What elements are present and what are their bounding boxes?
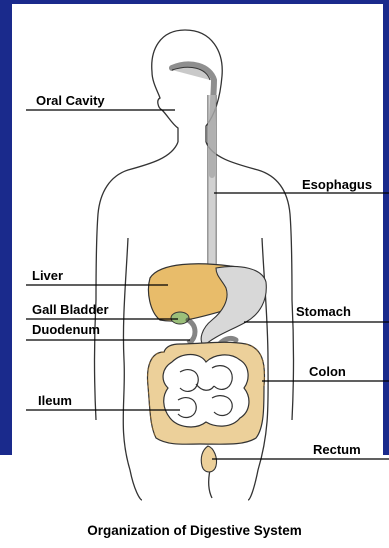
label-liver: Liver bbox=[32, 268, 63, 283]
gall-bladder-shape bbox=[171, 312, 189, 324]
label-ileum: Ileum bbox=[38, 393, 72, 408]
small-intestine-coils bbox=[163, 355, 249, 427]
diagram-caption: Organization of Digestive System bbox=[0, 523, 389, 538]
label-duodenum: Duodenum bbox=[32, 322, 100, 337]
label-stomach: Stomach bbox=[296, 304, 351, 319]
label-gall-bladder: Gall Bladder bbox=[32, 302, 109, 317]
esophagus-fill bbox=[208, 95, 216, 270]
label-oral-cavity: Oral Cavity bbox=[36, 93, 105, 108]
label-colon: Colon bbox=[309, 364, 346, 379]
label-esophagus: Esophagus bbox=[302, 177, 372, 192]
label-rectum: Rectum bbox=[313, 442, 361, 457]
